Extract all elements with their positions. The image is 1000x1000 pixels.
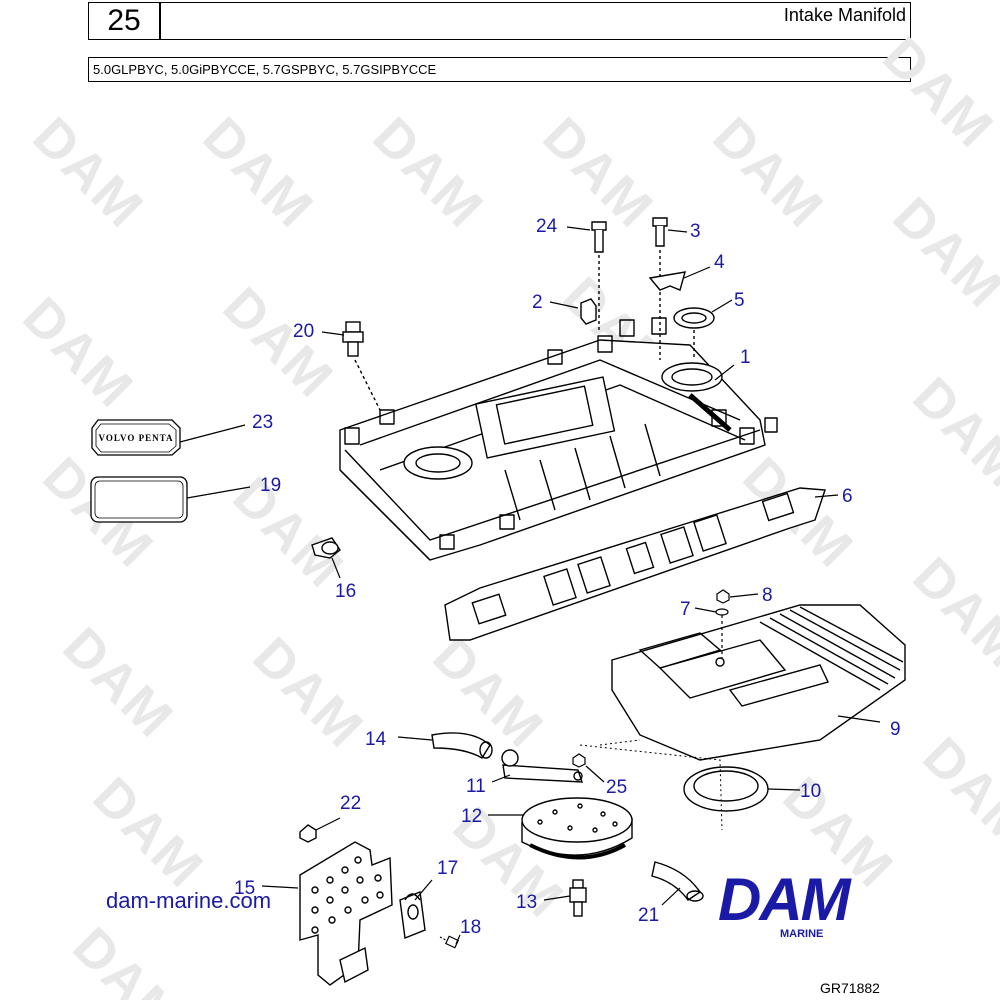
section-number: 25	[88, 2, 160, 40]
nut-25	[572, 753, 586, 768]
part-label-3: 3	[690, 221, 701, 242]
hose-clip	[311, 537, 341, 559]
part-label-12: 12	[461, 806, 482, 827]
part-label-4: 4	[714, 252, 725, 273]
part-label-20: 20	[293, 321, 314, 342]
part-labels: 24 3 4 5 2 1 20 23 19 6 16 7 8 9 14 11 2…	[234, 216, 901, 938]
plate-logo-text: VOLVO PENTA	[99, 433, 174, 443]
intake-gasket	[444, 487, 826, 641]
dam-logo-sub: MARINE	[780, 928, 824, 940]
flame-arrestor	[521, 797, 633, 860]
website-link[interactable]: dam-marine.com	[106, 888, 272, 913]
bolt-3	[652, 217, 668, 360]
temperature-sender	[342, 321, 381, 411]
part-label-6: 6	[842, 486, 853, 507]
watermark-text: DAM	[882, 186, 1000, 320]
dam-logo-text: DAM	[718, 866, 851, 933]
part-label-10: 10	[800, 781, 821, 802]
part-label-8: 8	[762, 585, 773, 606]
clamp	[399, 891, 426, 939]
part-label-11: 11	[466, 776, 486, 797]
part-label-19: 19	[260, 475, 281, 496]
name-plate: VOLVO PENTA	[91, 419, 181, 456]
blank-plate	[90, 476, 188, 523]
breather-hose-small	[651, 861, 704, 902]
watermark-text: DAM	[82, 766, 216, 900]
part-label-22: 22	[340, 793, 361, 814]
part-label-14: 14	[365, 729, 387, 750]
watermark-text: DAM	[902, 546, 1000, 680]
engine-models: 5.0GLPBYC, 5.0GiPBYCCE, 5.7GSPBYC, 5.7GS…	[88, 57, 911, 82]
gasket-5	[673, 307, 715, 360]
watermark-text: DAM	[192, 106, 326, 240]
watermark-text: DAM	[62, 916, 196, 1000]
watermark-text: DAM	[702, 106, 836, 240]
bolt-24	[591, 221, 607, 330]
bracket-4	[648, 271, 686, 291]
part-label-9: 9	[890, 719, 901, 740]
part-label-18: 18	[460, 917, 481, 938]
part-label-16: 16	[335, 581, 356, 602]
clamp-screw	[439, 935, 460, 949]
page-title: Intake Manifold	[160, 2, 911, 40]
nut-8	[716, 589, 730, 604]
pcv-valve	[569, 879, 587, 917]
intake-manifold	[339, 317, 778, 561]
part-label-1: 1	[740, 347, 751, 368]
watermark-text: DAM	[212, 276, 346, 410]
figure-code: GR71882	[820, 980, 880, 996]
washer-7	[715, 608, 729, 658]
part-label-23: 23	[252, 412, 273, 433]
part-label-15: 15	[234, 878, 255, 899]
part-label-5: 5	[734, 290, 745, 311]
part-label-25: 25	[606, 777, 627, 798]
watermark-text: DAM	[22, 106, 156, 240]
part-label-2: 2	[532, 292, 543, 313]
part-label-7: 7	[680, 599, 691, 620]
watermark-text: DAM	[872, 26, 1000, 160]
watermark-text: DAM	[362, 106, 496, 240]
part-label-13: 13	[516, 892, 537, 913]
watermark-text: DAM	[12, 286, 146, 420]
nut-22	[299, 824, 317, 843]
seal-ring	[683, 766, 769, 812]
part-label-24: 24	[536, 216, 558, 237]
watermark-text: DAM	[912, 726, 1000, 860]
leader-lines	[179, 226, 881, 945]
engine-cover	[611, 604, 906, 761]
dam-logo: DAM MARINE	[718, 866, 902, 941]
part-label-17: 17	[437, 858, 458, 879]
watermark-text: DAM	[222, 466, 356, 600]
guide-lines	[579, 739, 723, 831]
watermark-text: DAM	[242, 626, 376, 760]
part-label-21: 21	[638, 905, 659, 926]
breather-hose	[431, 732, 493, 759]
mounting-bracket	[299, 841, 393, 986]
watermark-text: DAM	[52, 616, 186, 750]
watermark-text: DAM	[902, 366, 1000, 500]
strap-bracket	[501, 749, 583, 783]
nut-2	[580, 298, 597, 325]
